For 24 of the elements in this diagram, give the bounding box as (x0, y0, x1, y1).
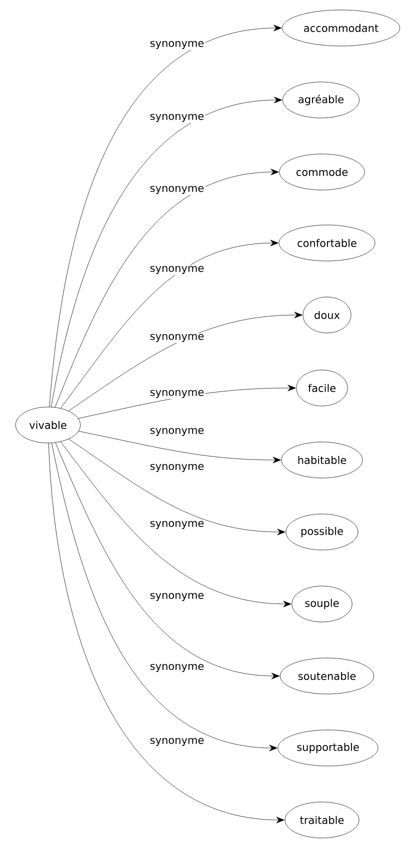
arrow (68, 438, 286, 536)
arrow (48, 443, 284, 824)
edge-label: synonyme (148, 112, 206, 124)
arrow (68, 312, 302, 412)
arrow (78, 384, 296, 419)
edge-label: synonyme (148, 40, 206, 50)
edge-label: synonyme (148, 184, 206, 196)
arrow (49, 24, 282, 408)
edge-label: synonyme (148, 592, 206, 602)
arrow (54, 168, 279, 408)
arrow (78, 431, 281, 464)
edge-label: synonyme (148, 264, 206, 276)
arrow (51, 96, 282, 408)
edge-label: synonyme (148, 736, 206, 748)
edge-label: synonyme (148, 388, 206, 400)
arrow (60, 240, 278, 408)
edge-label: synonyme (148, 426, 206, 438)
arrow (52, 442, 278, 752)
edge-label: synonyme (148, 332, 206, 344)
edge-label: synonyme (148, 662, 206, 674)
arrow (55, 442, 280, 680)
arrow (60, 442, 292, 608)
edge-label: synonyme (148, 462, 206, 474)
edge-label: synonyme (148, 520, 206, 530)
